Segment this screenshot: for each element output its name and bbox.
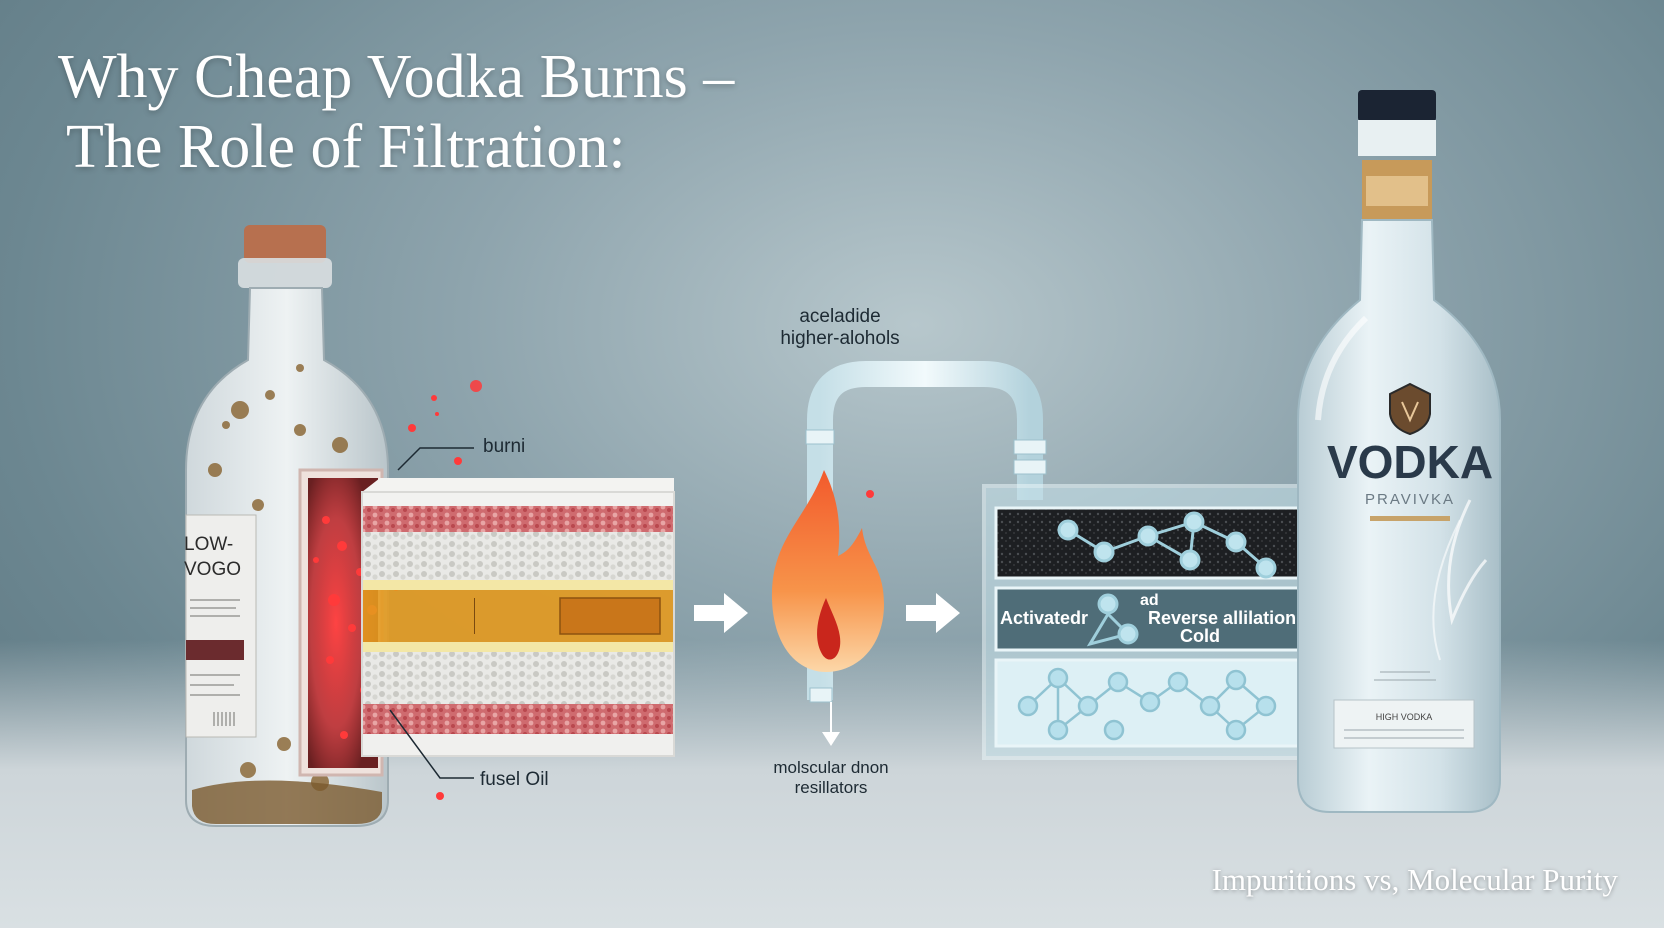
cheap-bottle-label bbox=[185, 514, 257, 738]
arrow-right-icon-2 bbox=[906, 593, 960, 633]
cheap-vodka-bottle: LOW- VOGO bbox=[184, 225, 389, 827]
purification-unit bbox=[982, 484, 1314, 760]
cold-label: Cold bbox=[1180, 626, 1220, 646]
impurities-label: aceladide higher-alohols bbox=[730, 306, 950, 350]
title-line-2: The Role of Filtration: bbox=[66, 113, 626, 181]
filter-layer-red bbox=[362, 506, 674, 532]
process-label: molscular dnon resillators bbox=[720, 758, 942, 798]
impurities-label-line1: aceladide bbox=[799, 306, 881, 327]
molecule-icon-1 bbox=[1057, 511, 1277, 579]
process-label-line1: molscular dnon bbox=[773, 758, 889, 777]
callout-lines bbox=[389, 447, 474, 779]
premium-brand-text: VODKA bbox=[1327, 436, 1493, 488]
filtration-layers bbox=[361, 478, 675, 757]
activated-label: Activatedr bbox=[1000, 608, 1089, 628]
page-title: Why Cheap Vodka Burns – The Role of Filt… bbox=[58, 42, 734, 182]
arrow-down-icon bbox=[822, 702, 840, 746]
cheap-label-line1: LOW- bbox=[184, 534, 233, 555]
distillation-pipe bbox=[805, 361, 1047, 703]
bottom-caption: Impuritions vs, Molecular Purity bbox=[1211, 862, 1618, 897]
bottle-cap bbox=[1358, 90, 1436, 122]
premium-subtitle-text: PRAVIVKA bbox=[1365, 491, 1455, 508]
premium-lower-label bbox=[1333, 699, 1475, 749]
reverse-filtration-layer bbox=[994, 586, 1302, 652]
premium-vodka-bottle: VODKA PRAVIVKA HIGH VODKA bbox=[1297, 90, 1501, 813]
flame-icon bbox=[771, 470, 884, 672]
impurities-label-line2: higher-alohols bbox=[780, 328, 900, 349]
cheap-label-line2: VOGO bbox=[184, 559, 241, 580]
process-label-line2: resillators bbox=[794, 778, 868, 797]
bottle-cork bbox=[244, 225, 326, 263]
reverse-label: Reverse allilation bbox=[1148, 608, 1297, 628]
title-line-1: Why Cheap Vodka Burns – bbox=[58, 43, 735, 111]
burn-label: burni bbox=[483, 436, 526, 457]
filter-layer-foam bbox=[362, 532, 674, 580]
molecule-icon-3 bbox=[1017, 667, 1277, 741]
ad-label: ad bbox=[1140, 592, 1159, 609]
arrow-right-icon-1 bbox=[694, 593, 748, 633]
premium-lower-label-text: HIGH VODKA bbox=[1376, 712, 1433, 722]
vodka-crest-icon bbox=[1389, 382, 1431, 436]
molecule-icon-2 bbox=[1086, 593, 1139, 647]
fusel-oil-label: fusel Oil bbox=[480, 769, 549, 790]
